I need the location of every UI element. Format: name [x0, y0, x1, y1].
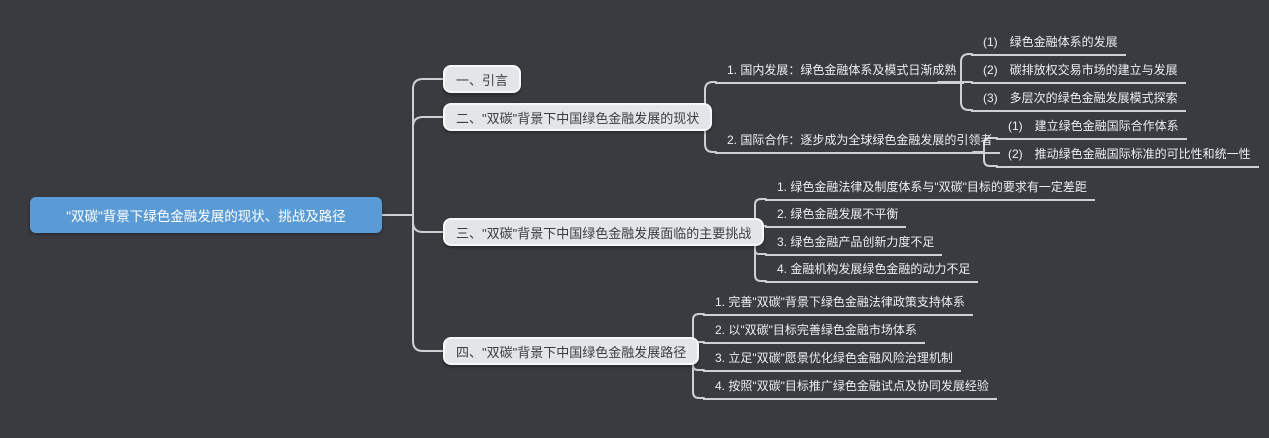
leaf-topic-carbon-trading-market[interactable]: (2) 碳排放权交易市场的建立与发展 [971, 61, 1186, 84]
branch-topic-development-path[interactable]: 四、"双碳"背景下中国绿色金融发展路径 [443, 337, 700, 365]
branch-topic-introduction[interactable]: 一、引言 [443, 65, 522, 93]
leaf-topic-intl-standards[interactable]: (2) 推动绿色金融国际标准的可比性和统一性 [996, 145, 1259, 168]
subtopic-insufficient-innovation[interactable]: 3. 绿色金融产品创新力度不足 [765, 233, 943, 256]
branch-topic-current-status[interactable]: 二、"双碳"背景下中国绿色金融发展的现状 [443, 103, 713, 131]
subtopic-unbalanced-development[interactable]: 2. 绿色金融发展不平衡 [765, 205, 907, 228]
subtopic-optimize-risk-governance[interactable]: 3. 立足"双碳"愿景优化绿色金融风险治理机制 [703, 349, 961, 372]
leaf-topic-multilevel-model[interactable]: (3) 多层次的绿色金融发展模式探索 [971, 89, 1186, 112]
subtopic-international-cooperation[interactable]: 2. 国际合作：逐步成为全球绿色金融发展的引领者 [715, 131, 1001, 154]
branch-topic-main-challenges[interactable]: 三、"双碳"背景下中国绿色金融发展面临的主要挑战 [443, 218, 765, 246]
subtopic-insufficient-motivation[interactable]: 4. 金融机构发展绿色金融的动力不足 [765, 260, 979, 283]
main-branch-connectors [412, 78, 444, 352]
root-topic[interactable]: "双碳"背景下绿色金融发展的现状、挑战及路径 [30, 197, 382, 233]
subtopic-domestic-development[interactable]: 1. 国内发展：绿色金融体系及模式日渐成熟 [715, 61, 965, 84]
subtopic-improve-market-system[interactable]: 2. 以"双碳"目标完善绿色金融市场体系 [703, 321, 925, 344]
subtopic-legal-system-gap[interactable]: 1. 绿色金融法律及制度体系与"双碳"目标的要求有一定差距 [765, 178, 1095, 201]
leaf-topic-green-finance-system[interactable]: (1) 绿色金融体系的发展 [971, 33, 1126, 56]
subtopic-improve-legal-policy[interactable]: 1. 完善"双碳"背景下绿色金融法律政策支持体系 [703, 293, 973, 316]
subtopic-promote-pilot-experience[interactable]: 4. 按照"双碳"目标推广绿色金融试点及协同发展经验 [703, 377, 997, 400]
leaf-topic-intl-cooperation-system[interactable]: (1) 建立绿色金融国际合作体系 [996, 117, 1187, 140]
